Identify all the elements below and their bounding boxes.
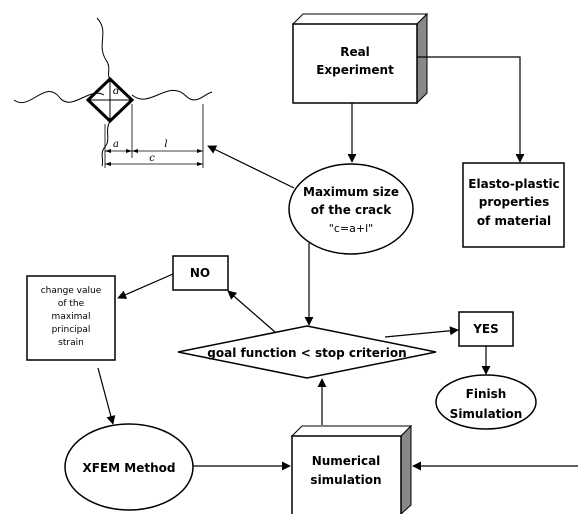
finish-label-line2: Simulation [450, 407, 523, 421]
numerical-label-line1: Numerical [312, 454, 381, 468]
arrow-change-to-xfem [97, 367, 116, 425]
no-box [172, 255, 229, 291]
crack-vertical-bottom [101, 120, 111, 167]
label-a: a [113, 139, 119, 150]
label-l: l [164, 139, 167, 150]
real-experiment-label-line2: Experiment [316, 63, 394, 77]
finish-label-line1: Finish [466, 387, 507, 401]
goal-decision-diamond [177, 325, 437, 379]
dim-arrow-4 [197, 149, 203, 153]
dim-arrow-1 [105, 149, 111, 153]
crack-wavy-line-right [131, 89, 213, 101]
dim-arrow-2 [126, 149, 132, 153]
change-value-line5: strain [58, 338, 84, 348]
goal-decision-label: goal function < stop criterion [207, 346, 406, 360]
elasto-plastic-box [462, 162, 565, 248]
arrow-decision-to-no [227, 290, 276, 333]
xfem-label: XFEM Method [83, 461, 176, 475]
dim-arrow-6 [197, 162, 203, 166]
no-label: NO [190, 266, 210, 280]
label-d: d [113, 86, 119, 97]
change-value-line4: principal [52, 325, 91, 335]
dim-arrow-3 [132, 149, 138, 153]
crack-sketch [13, 17, 213, 168]
real-experiment-label-line1: Real [340, 45, 370, 59]
yes-label: YES [472, 322, 499, 336]
dim-arrow-5 [105, 162, 111, 166]
crack-vertical-top [96, 17, 111, 80]
elasto-plastic-label-line1: Elasto-plastic [468, 177, 559, 191]
elasto-plastic-label-line2: properties [479, 195, 550, 209]
numerical-label-line2: simulation [310, 473, 381, 487]
arrow-crack-to-sketch [207, 145, 295, 189]
numerical-simulation-box [290, 424, 413, 517]
finish-simulation-ellipse [435, 374, 537, 430]
max-crack-label-line3: "c=a+l" [329, 222, 373, 235]
max-crack-label-line2: of the crack [311, 203, 392, 217]
max-crack-ellipse [288, 163, 414, 255]
change-value-line2: of the [58, 299, 85, 309]
max-crack-label-line1: Maximum size [303, 185, 399, 199]
label-c: c [149, 153, 155, 164]
arrow-no-to-change [117, 273, 174, 299]
real-experiment-box [291, 12, 429, 105]
arrow-decision-to-yes [384, 326, 459, 338]
change-value-box [26, 275, 116, 361]
change-value-line1: change value [41, 286, 102, 296]
change-value-line3: maximal [52, 312, 91, 322]
elasto-plastic-label-line3: of material [477, 214, 551, 228]
xfem-method-ellipse [64, 423, 194, 511]
crack-wavy-line-top [13, 91, 105, 103]
arrow-experiment-to-elasto [417, 56, 525, 163]
